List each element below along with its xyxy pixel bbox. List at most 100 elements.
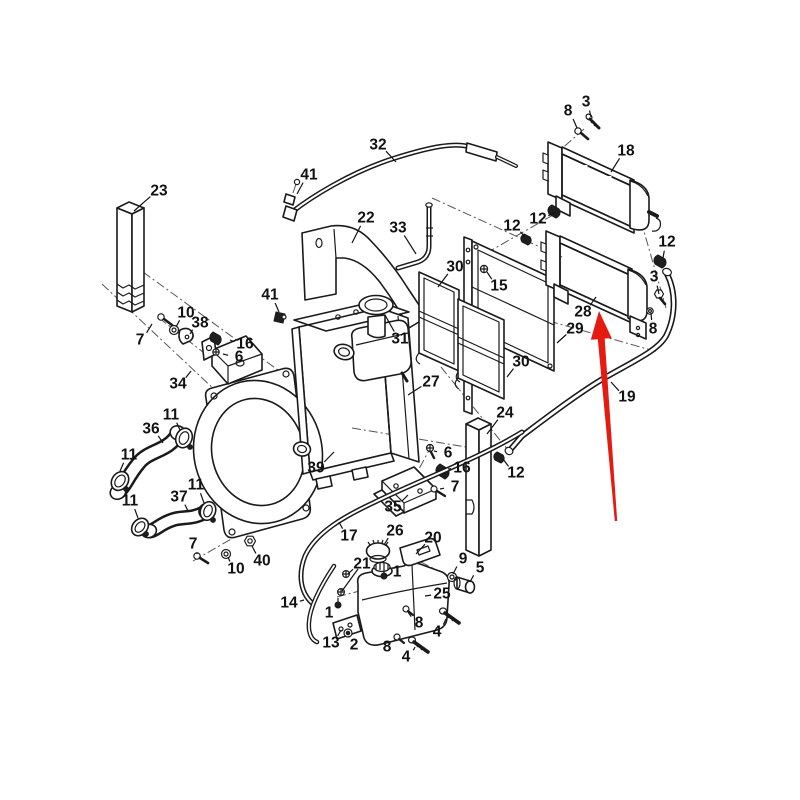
tank-cap-part-26 <box>365 539 391 564</box>
callout-41: 41 <box>261 287 280 313</box>
callout-20: 20 <box>415 530 442 555</box>
foam-strip-part-24 <box>465 417 492 557</box>
oil-cooler-part-28 <box>540 230 648 340</box>
callout-11: 11 <box>119 447 138 472</box>
svg-text:11: 11 <box>163 407 180 424</box>
svg-text:11: 11 <box>188 477 205 494</box>
svg-text:26: 26 <box>386 523 404 540</box>
callout-38: 38 <box>189 315 209 335</box>
screen-part-30-upper <box>415 271 461 383</box>
callout-14: 14 <box>280 595 305 612</box>
svg-text:12: 12 <box>503 218 520 235</box>
callout-11: 11 <box>188 477 205 504</box>
svg-text:16: 16 <box>236 336 254 353</box>
callout-11: 11 <box>122 493 139 519</box>
callout-26: 26 <box>383 523 404 546</box>
callout-24: 24 <box>486 405 514 435</box>
filler-neck-and-cap-part-31 <box>358 294 394 339</box>
callout-34: 34 <box>169 370 192 393</box>
clip-part-16-left <box>209 331 222 346</box>
callout-39: 39 <box>307 451 335 477</box>
svg-text:7: 7 <box>189 536 198 553</box>
callout-5: 5 <box>469 560 485 583</box>
callout-15: 15 <box>486 271 508 295</box>
overflow-hose-part-17 <box>298 429 525 606</box>
callout-41: 41 <box>296 167 318 195</box>
callout-33: 33 <box>389 220 417 255</box>
svg-text:5: 5 <box>476 560 485 577</box>
bracket-part-35 <box>373 466 437 517</box>
svg-text:23: 23 <box>150 183 168 200</box>
svg-text:14: 14 <box>280 595 298 612</box>
callout-7: 7 <box>136 323 153 349</box>
hose-clamp-part-11-d <box>199 500 217 523</box>
svg-text:33: 33 <box>389 220 407 237</box>
svg-text:37: 37 <box>170 489 187 506</box>
extra-leader-line <box>341 568 359 592</box>
callout-13: 13 <box>322 629 342 652</box>
callout-37: 37 <box>170 489 189 512</box>
svg-text:7: 7 <box>451 479 460 496</box>
callout-25: 25 <box>424 586 451 603</box>
overflow-hose-part-14 <box>306 563 337 645</box>
callout-28: 28 <box>574 296 597 321</box>
fitting-part-41-upper <box>282 178 301 222</box>
callout-8: 8 <box>649 312 658 338</box>
lower-hose-port <box>292 441 312 457</box>
svg-text:22: 22 <box>357 210 374 227</box>
svg-text:11: 11 <box>122 493 139 510</box>
bolt-part-3-top <box>585 113 601 130</box>
washer-part-10-upper-left <box>168 324 180 336</box>
foam-strip-part-23 <box>116 201 145 313</box>
screw-part-8-top <box>574 127 590 141</box>
clamp-part-12-c <box>653 254 667 269</box>
svg-text:11: 11 <box>121 447 138 464</box>
svg-text:28: 28 <box>574 304 592 321</box>
callout-32: 32 <box>369 137 397 163</box>
tube-part-33 <box>395 202 433 271</box>
svg-text:40: 40 <box>253 553 270 570</box>
callout-30: 30 <box>437 259 464 288</box>
callout-10: 10 <box>175 305 195 328</box>
screw-part-7-bottom <box>193 552 210 565</box>
svg-text:8: 8 <box>649 321 658 338</box>
callout-16: 16 <box>447 460 471 477</box>
callout-2: 2 <box>348 635 358 654</box>
svg-text:30: 30 <box>512 354 529 371</box>
callout-18: 18 <box>610 143 635 173</box>
svg-text:9: 9 <box>459 551 468 568</box>
svg-text:10: 10 <box>177 305 194 322</box>
svg-text:21: 21 <box>353 556 371 573</box>
svg-text:12: 12 <box>658 234 675 251</box>
radiator-part-27 <box>291 294 420 490</box>
svg-text:8: 8 <box>383 639 392 656</box>
callout-1: 1 <box>325 605 338 622</box>
svg-text:34: 34 <box>169 376 187 393</box>
callout-12: 12 <box>503 218 526 238</box>
svg-text:1: 1 <box>393 564 402 581</box>
svg-text:12: 12 <box>507 465 524 482</box>
callout-22: 22 <box>351 210 375 244</box>
coolant-tube-part-32 <box>289 142 518 215</box>
svg-text:18: 18 <box>617 143 635 160</box>
callout-7: 7 <box>439 479 460 496</box>
callout-31: 31 <box>384 314 409 348</box>
callout-3: 3 <box>582 94 592 118</box>
callout-4: 4 <box>402 646 416 666</box>
red-arrow <box>590 311 618 522</box>
clamp-part-12-b <box>520 233 532 246</box>
washer-part-10-bottom <box>220 548 232 560</box>
callout-36: 36 <box>142 421 164 444</box>
callout-7: 7 <box>189 536 198 555</box>
hose-clamp-part-11-c <box>130 517 150 537</box>
grommet-part-2 <box>343 628 353 638</box>
callout-8: 8 <box>564 103 578 129</box>
svg-text:41: 41 <box>300 167 318 184</box>
svg-text:8: 8 <box>564 103 573 120</box>
svg-text:15: 15 <box>490 278 508 295</box>
svg-text:30: 30 <box>446 259 463 276</box>
callout-10: 10 <box>227 556 245 578</box>
callout-1: 1 <box>386 564 402 581</box>
callout-4: 4 <box>433 618 447 641</box>
